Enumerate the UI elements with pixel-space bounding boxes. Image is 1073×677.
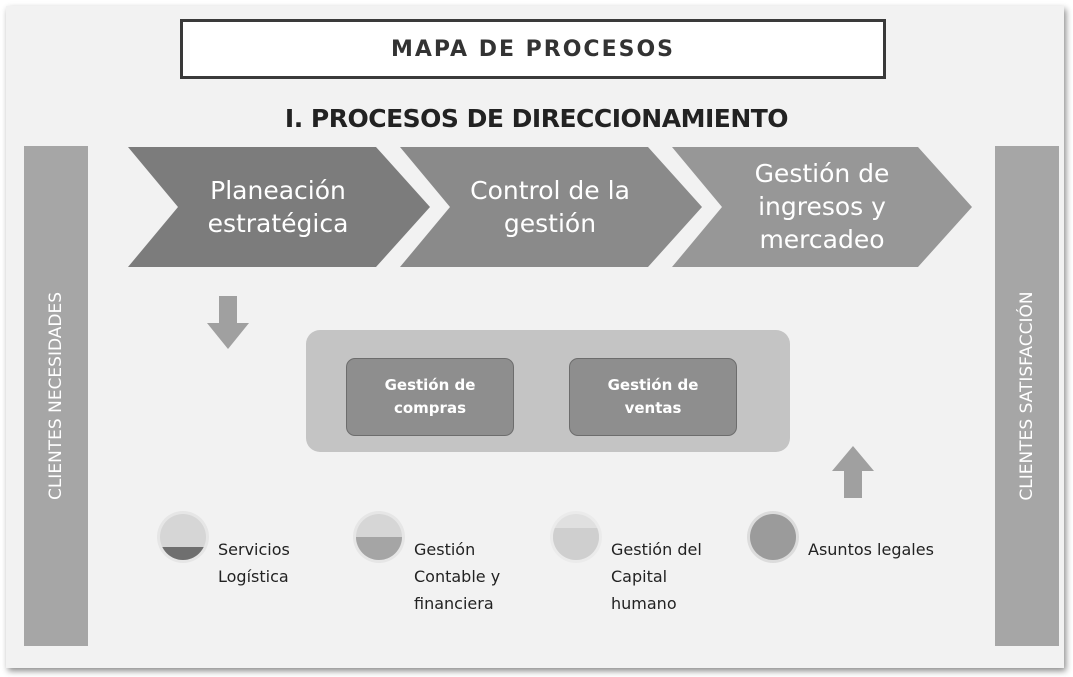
left-bar: CLIENTES NECESIDADES — [24, 146, 88, 646]
chevron-control — [400, 147, 702, 267]
box-gestion-ventas: Gestión de ventas — [569, 358, 737, 436]
section-title: I. PROCESOS DE DIRECCIONAMIENTO — [284, 104, 789, 133]
half-circle-icon — [356, 514, 402, 560]
support-item-legales: Asuntos legales — [750, 514, 934, 563]
support-item-contable: Gestión Contable y financiera — [356, 514, 500, 617]
up-arrow-icon — [832, 446, 874, 498]
chevron-label-gestion-ingresos: Gestión de ingresos y mercadeo — [754, 159, 890, 254]
full-circle-icon — [750, 514, 796, 560]
support-item-capital: Gestión del Capital humano — [553, 514, 702, 617]
support-label-contable: Gestión Contable y financiera — [414, 540, 501, 613]
box-gestion-compras: Gestión de compras — [346, 358, 514, 436]
chevron-label-control: Control de la gestión — [470, 176, 630, 238]
chevron-label-planeacion: Planeación estratégica — [207, 176, 349, 238]
support-label-legales: Asuntos legales — [808, 540, 934, 559]
down-arrow-icon — [207, 296, 249, 349]
half-circle-icon — [553, 514, 599, 560]
box-gestion-compras-label: Gestión de compras — [384, 376, 476, 417]
support-label-servicios: Servicios Logística — [218, 540, 290, 586]
half-circle-icon — [160, 514, 206, 560]
right-bar: CLIENTES SATISFACCIÓN — [995, 146, 1059, 646]
support-item-servicios: Servicios Logística — [160, 514, 290, 590]
page-title: MAPA DE PROCESOS — [180, 19, 886, 79]
box-gestion-ventas-label: Gestión de ventas — [607, 376, 699, 417]
support-label-capital: Gestión del Capital humano — [611, 540, 702, 613]
chevron-gestion-ingresos — [672, 147, 972, 267]
chevron-planeacion — [128, 147, 430, 267]
